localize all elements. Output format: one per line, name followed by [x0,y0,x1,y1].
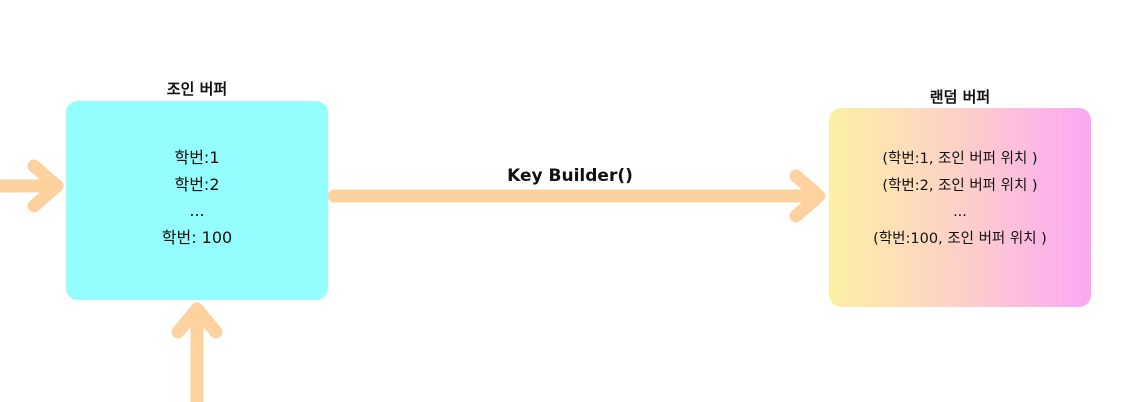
join-buffer-line: 학번:2 [174,174,220,194]
key-builder-arrow [327,169,826,223]
key-builder-label: Key Builder() [507,166,633,186]
random-buffer-line: (학번:100, 조인 버퍼 위치 ) [873,230,1047,247]
random-buffer-box: (학번:1, 조인 버퍼 위치 ) (학번:2, 조인 버퍼 위치 ) ... … [829,108,1091,307]
join-buffer-box: 학번:1 학번:2 ... 학번: 100 [66,101,328,300]
join-buffer-title: 조인 버퍼 [166,80,228,98]
random-buffer-line: (학번:1, 조인 버퍼 위치 ) [882,151,1038,167]
join-buffer-line: 학번: 100 [161,227,233,247]
random-buffer-line: ... [953,204,967,220]
join-buffer-line: ... [189,201,205,220]
bottom-input-arrow [171,302,223,402]
left-input-arrow [0,159,64,213]
random-buffer-line: (학번:2, 조인 버퍼 위치 ) [882,177,1038,194]
join-buffer-line: 학번:1 [174,148,220,167]
random-buffer-title: 랜덤 버퍼 [929,88,991,106]
